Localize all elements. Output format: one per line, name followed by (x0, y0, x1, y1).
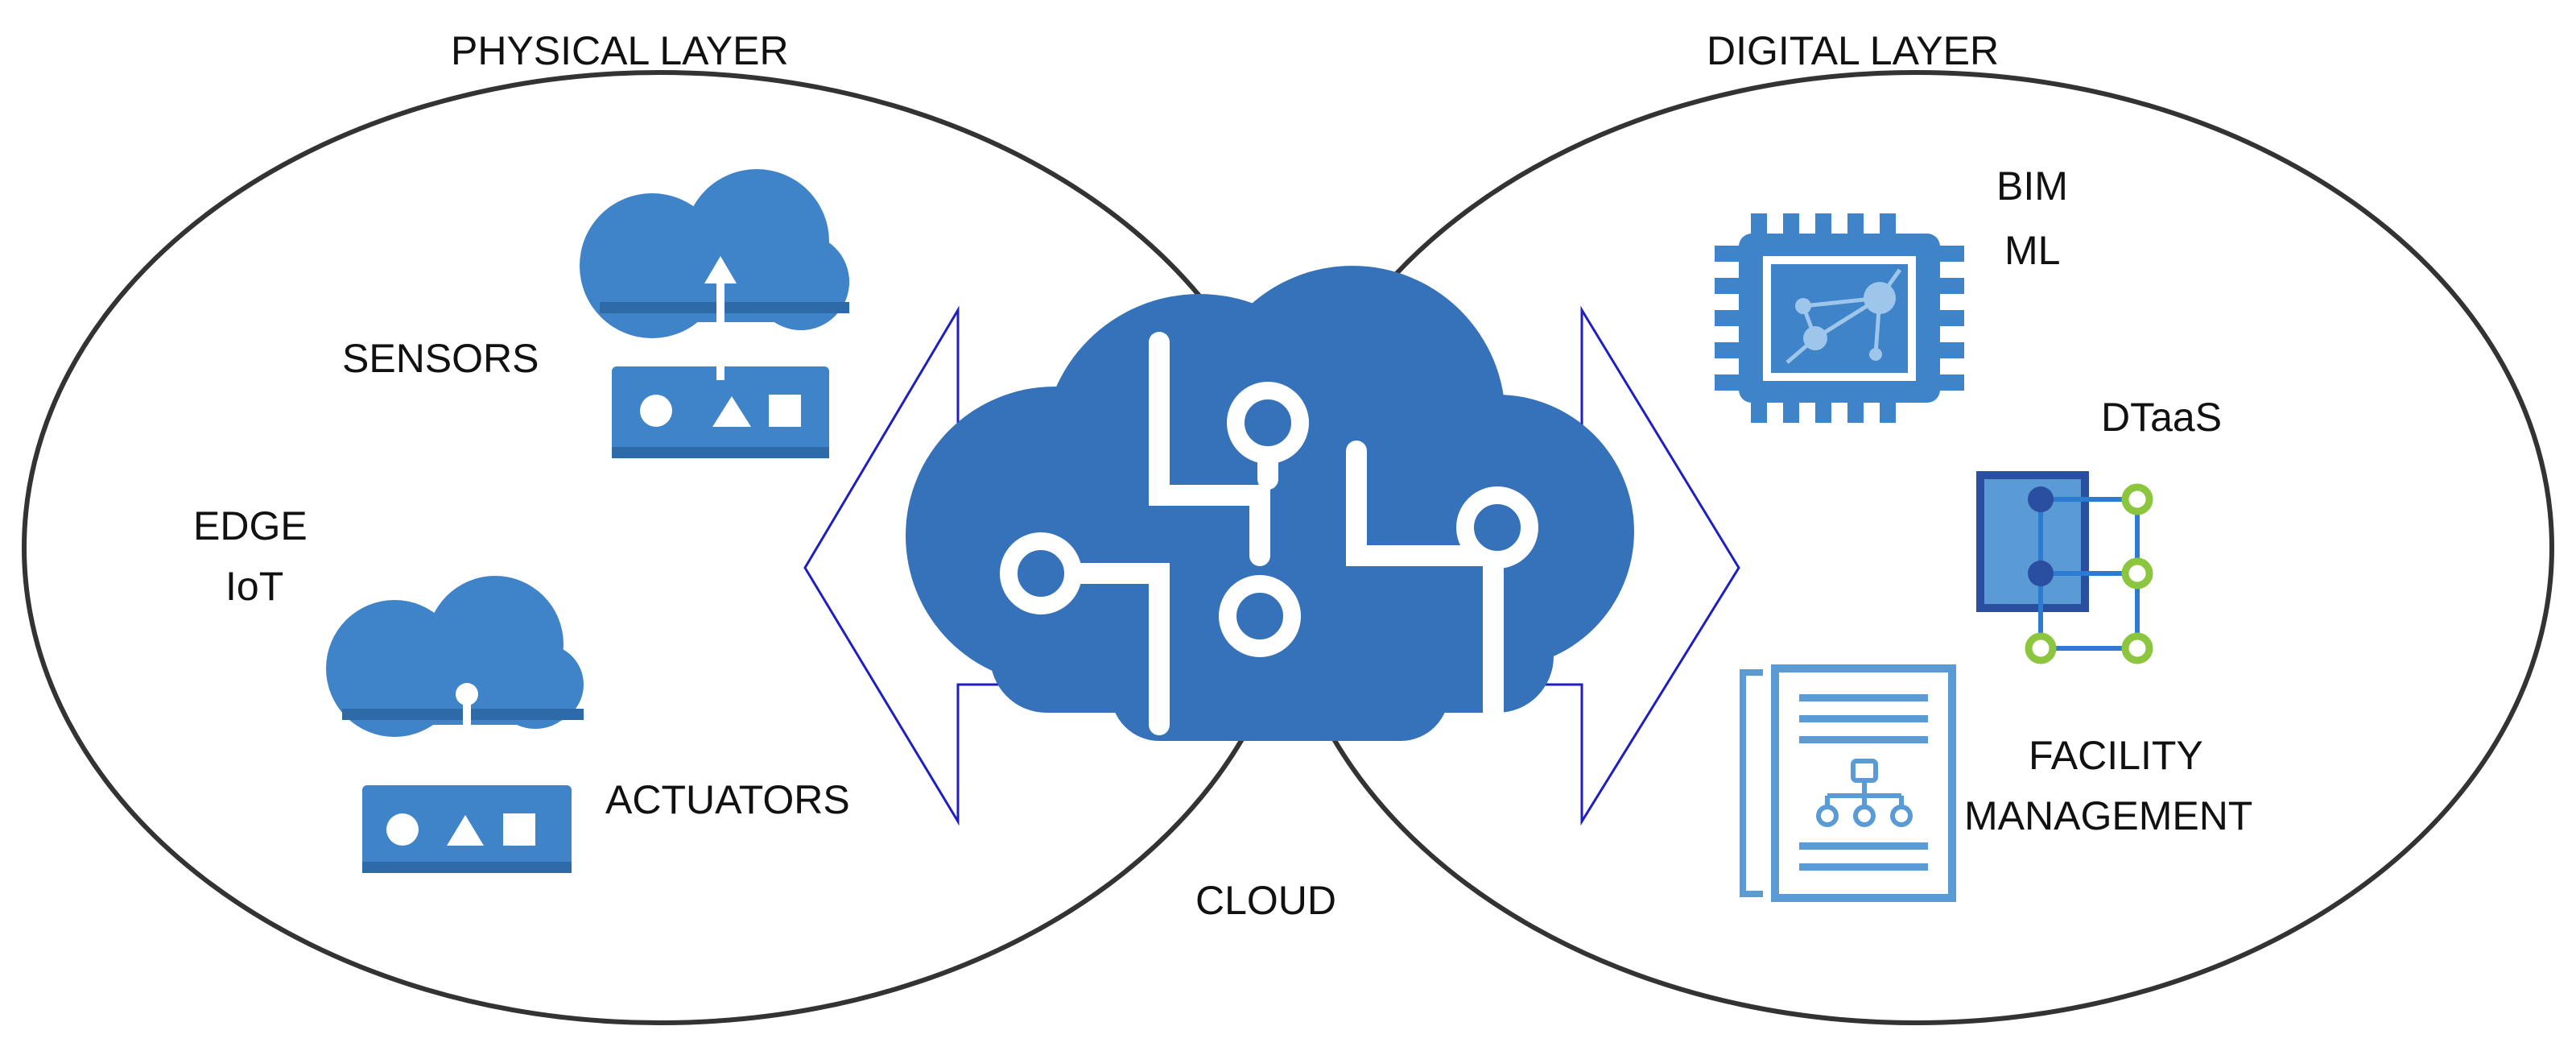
sensors-label: SENSORS (342, 336, 539, 381)
document-hierarchy-icon (1740, 664, 1956, 902)
cloud-label: CLOUD (1195, 878, 1336, 923)
iot-label: IoT (225, 564, 283, 609)
dtaas-label: DTaaS (2101, 395, 2222, 440)
sensors-icon (580, 169, 849, 458)
ml-label: ML (2004, 228, 2060, 273)
management-label: MANAGEMENT (1964, 793, 2252, 838)
bim-label: BIM (1996, 163, 2068, 209)
physical-layer-title: PHYSICAL LAYER (451, 28, 789, 73)
edge-label: EDGE (193, 503, 308, 548)
facility-label: FACILITY (2029, 733, 2203, 778)
digital-twin-grid-icon (1976, 471, 2153, 664)
actuators-label: ACTUATORS (605, 777, 850, 822)
cloud-circuit-icon (906, 266, 1634, 759)
actuators-icon (326, 576, 584, 873)
digital-layer-title: DIGITAL LAYER (1707, 28, 1999, 73)
processor-chip-network-icon (1715, 213, 1964, 423)
